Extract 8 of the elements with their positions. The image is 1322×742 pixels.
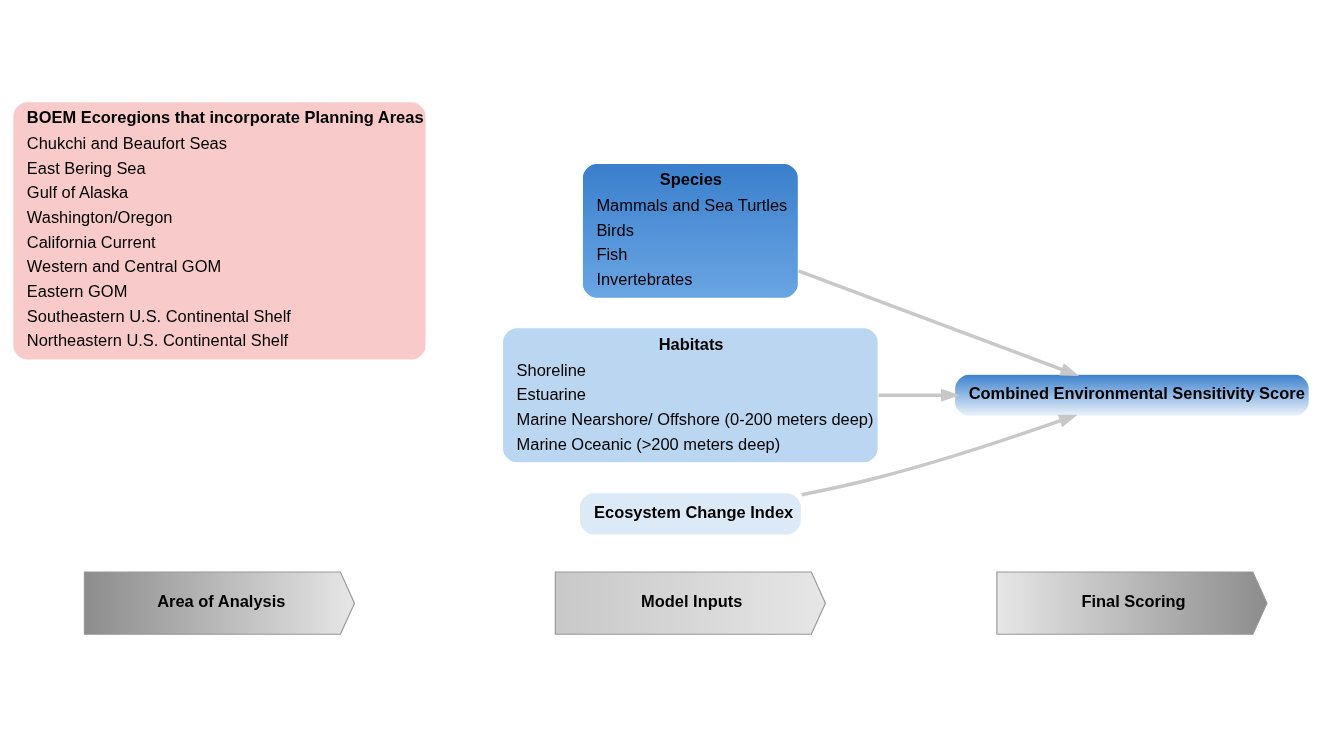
node-box: BOEM Ecoregions that incorporate Planning Areas Chukchi and Beaufort Seas East Bering Sea Gulf of Alaska Washington/Oregon California Current Western and Central GOM Eastern GOM Southeastern U.S. Continental Shelf Northeastern U.S. Continental Shelf [12,100,427,361]
node-box: Habitats Shoreline Estuarine Marine Nearshore/ Offshore (0-200 meters deep) Marine Oceanic (>200 meters deep) [501,326,879,463]
arrow [878,388,960,402]
arrow [801,414,1078,496]
node-box: Ecosystem Change Index [578,491,802,536]
arrow [797,268,1080,376]
node-box: Combined Environmental Sensitivity Score [954,373,1310,417]
node-box: Species Mammals and Sea Turtles Birds Fish Invertebrates [581,162,799,299]
